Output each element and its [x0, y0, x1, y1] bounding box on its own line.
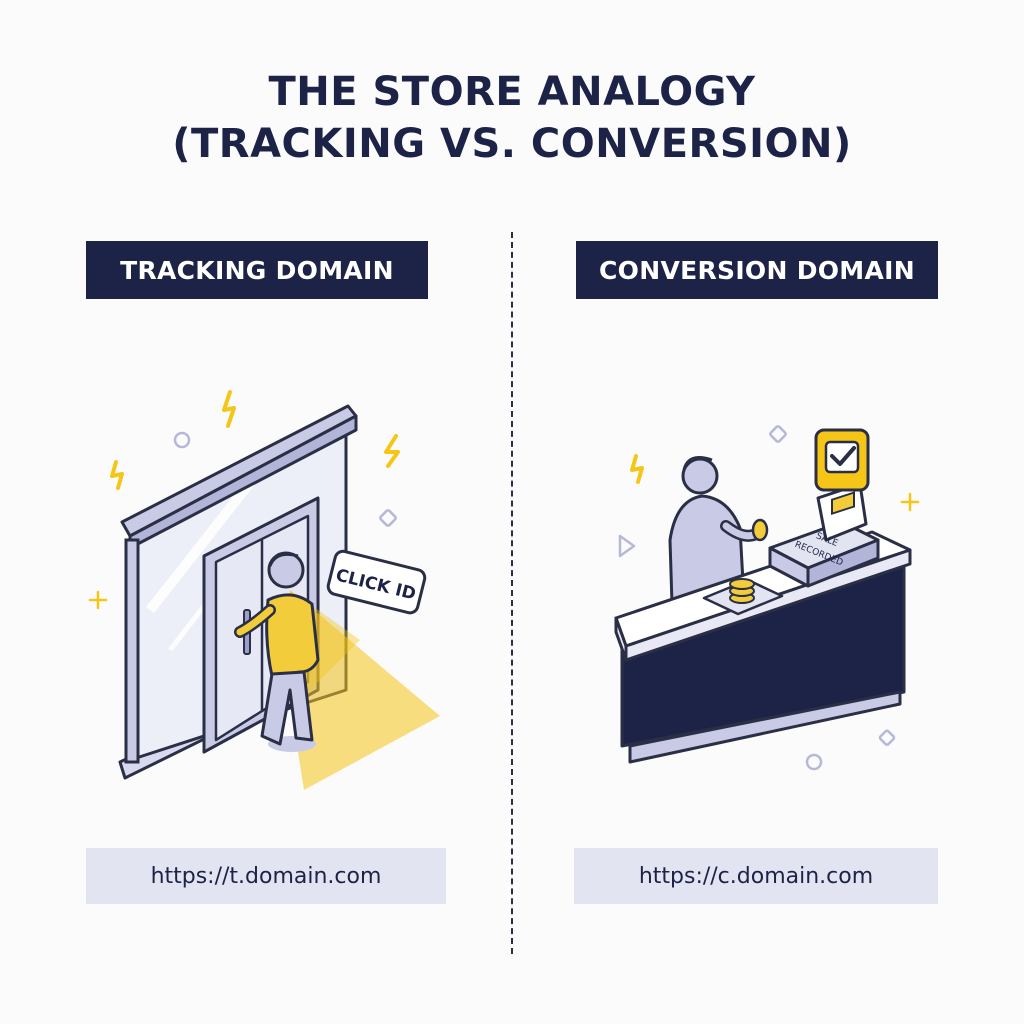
diamond-decoration — [769, 425, 787, 443]
title-line-2: (TRACKING VS. CONVERSION) — [172, 121, 852, 167]
sparkle-icon — [88, 590, 108, 610]
light-beam — [282, 590, 440, 790]
tracking-domain-label: TRACKING DOMAIN — [86, 241, 428, 299]
diamond-decoration — [878, 729, 896, 746]
checkout-illustration: SALE RECORDED — [614, 425, 920, 771]
title-line-1: THE STORE ANALOGY — [268, 69, 756, 115]
bolt-icon — [110, 460, 124, 490]
center-divider — [511, 232, 513, 954]
diagram-title: THE STORE ANALOGY (TRACKING VS. CONVERSI… — [0, 66, 1024, 170]
tracking-url: https://t.domain.com — [86, 848, 446, 904]
bolt-icon — [222, 390, 236, 428]
counter-base — [628, 690, 902, 764]
ring-decoration — [805, 753, 823, 771]
checkmark-badge-icon — [814, 428, 870, 492]
conversion-domain-label: CONVERSION DOMAIN — [576, 241, 938, 299]
cashier-person — [668, 456, 769, 606]
person-entering — [234, 551, 320, 752]
coin-stack-icon — [729, 578, 755, 604]
conversion-url: https://c.domain.com — [574, 848, 938, 904]
store-entrance-illustration: CLICK ID — [88, 390, 440, 790]
ring-decoration — [173, 431, 191, 449]
cash-register: SALE RECORDED — [768, 482, 880, 588]
diamond-decoration — [379, 509, 397, 527]
sparkle-icon — [900, 492, 920, 512]
click-id-sign: CLICK ID — [326, 549, 427, 615]
bolt-icon — [384, 434, 400, 468]
coin-icon — [751, 518, 769, 542]
triangle-decoration — [618, 534, 636, 558]
bolt-icon — [630, 454, 644, 484]
